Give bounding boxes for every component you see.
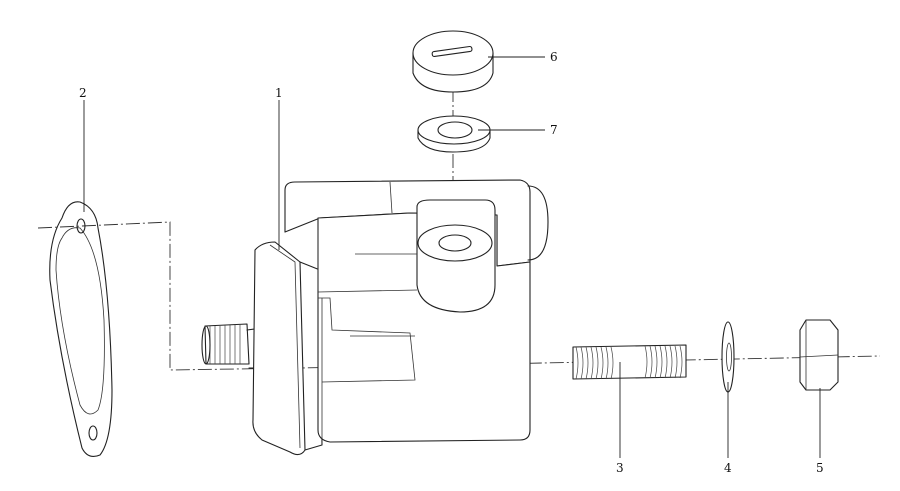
- pump-body-part-1: [201, 179, 549, 456]
- flat-washer-part-4: [721, 321, 735, 393]
- stud-part-3: [572, 344, 687, 380]
- callout-2: 2: [79, 86, 87, 100]
- callout-7: 7: [550, 123, 558, 137]
- callout-1: 1: [275, 86, 283, 100]
- callout-6: 6: [550, 50, 558, 64]
- callout-4: 4: [724, 461, 732, 475]
- cap-part-6: [412, 30, 494, 93]
- gasket-part-2: [49, 201, 113, 457]
- callout-3: 3: [616, 461, 624, 475]
- washer-part-7: [417, 115, 491, 153]
- hex-nut-part-5: [799, 319, 839, 391]
- callout-5: 5: [816, 461, 824, 475]
